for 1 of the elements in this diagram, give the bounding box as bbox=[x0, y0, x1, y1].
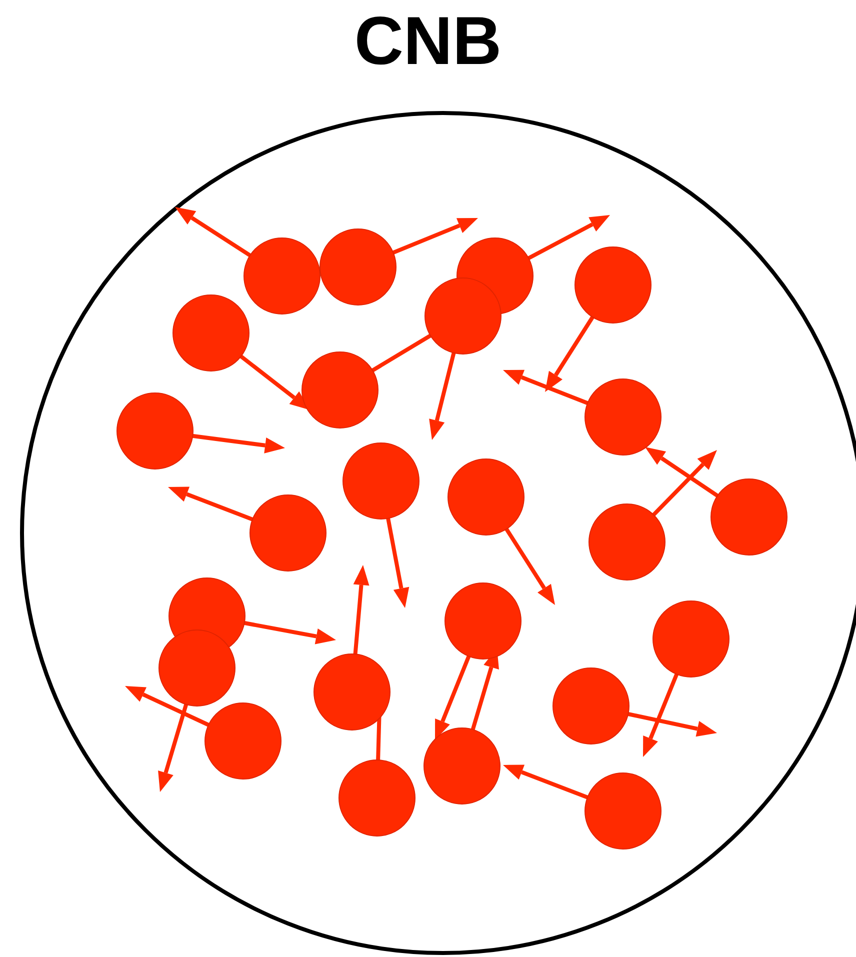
title: CNB bbox=[354, 3, 502, 79]
